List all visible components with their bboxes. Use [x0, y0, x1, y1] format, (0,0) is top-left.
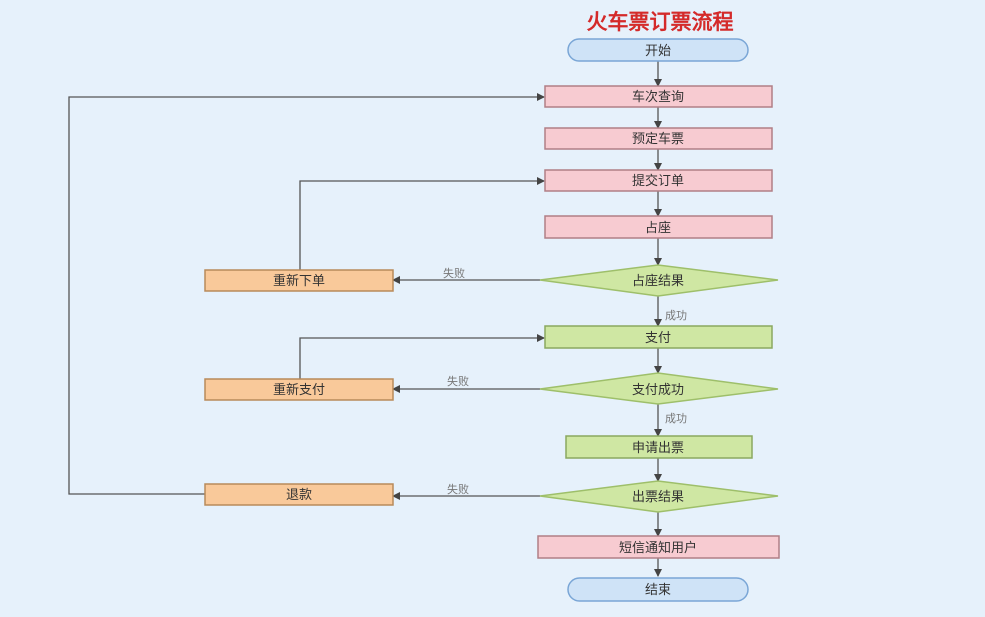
diagram-title: 火车票订票流程: [587, 10, 734, 34]
node-end-label: 结束: [645, 583, 671, 598]
node-submit-label: 提交订单: [632, 173, 684, 189]
node-issue: 申请出票: [565, 435, 753, 459]
node-sms-label: 短信通知用户: [619, 540, 697, 556]
node-pay-result-label: 支付成功: [632, 383, 684, 398]
node-reorder: 重新下单: [204, 269, 394, 292]
node-issue-result: 出票结果: [539, 480, 779, 513]
node-pay-result: 支付成功: [539, 372, 779, 405]
node-sms: 短信通知用户: [537, 535, 780, 559]
node-issue-result-label: 出票结果: [632, 490, 684, 505]
node-query: 车次查询: [544, 85, 773, 108]
node-reserve-label: 预定车票: [632, 131, 684, 147]
node-refund: 退款: [204, 483, 394, 506]
node-end: 结束: [567, 577, 749, 602]
node-seat-result: 占座结果: [539, 264, 779, 297]
edge-label-seat-fail: 失败: [443, 266, 465, 280]
node-issue-label: 申请出票: [632, 441, 684, 456]
node-repay: 重新支付: [204, 378, 394, 401]
connectors: [68, 61, 662, 577]
node-reorder-label: 重新下单: [273, 273, 325, 289]
node-start-label: 开始: [645, 44, 671, 59]
node-pay: 支付: [544, 325, 773, 349]
node-start: 开始: [567, 38, 749, 62]
edge-refund-query: [68, 93, 545, 495]
edge-label-pay-success: 成功: [665, 412, 687, 425]
edge-label-pay-fail: 失败: [447, 374, 469, 388]
edge-reorder-submit: [299, 177, 545, 270]
node-repay-label: 重新支付: [273, 382, 325, 398]
node-seat-label: 占座: [645, 221, 671, 236]
node-pay-label: 支付: [645, 331, 671, 346]
node-submit: 提交订单: [544, 169, 773, 192]
edge-label-seat-success: 成功: [665, 309, 687, 322]
node-query-label: 车次查询: [632, 89, 684, 105]
edge-label-issue-fail: 失败: [447, 482, 469, 496]
edge-repay-pay: [299, 334, 545, 379]
node-reserve: 预定车票: [544, 127, 773, 150]
node-seat-result-label: 占座结果: [632, 274, 684, 289]
node-seat: 占座: [544, 215, 773, 239]
node-refund-label: 退款: [286, 488, 312, 503]
